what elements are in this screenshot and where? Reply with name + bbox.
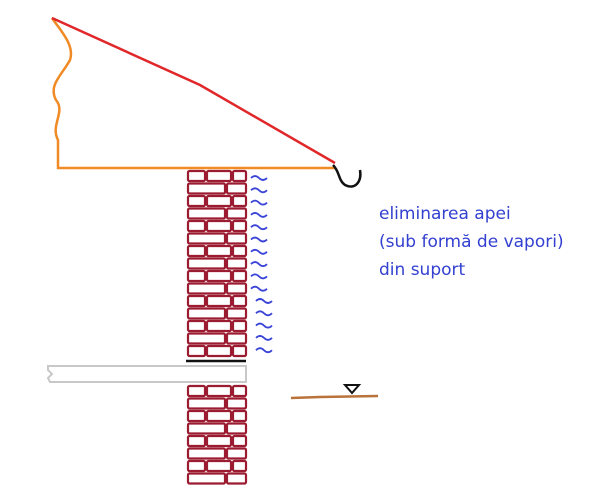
vapor-wave xyxy=(250,212,268,218)
brick xyxy=(225,472,248,485)
brick xyxy=(186,409,207,423)
brick xyxy=(205,244,233,258)
vapor-wave xyxy=(255,347,273,354)
upper-brick-wall xyxy=(186,169,248,358)
annotation-line-1: eliminarea apei xyxy=(379,204,511,224)
brick xyxy=(205,384,233,398)
brick xyxy=(186,332,227,345)
vapor-wave xyxy=(250,273,268,280)
brick xyxy=(186,182,227,195)
brick xyxy=(225,257,248,270)
brick xyxy=(225,447,248,460)
brick xyxy=(231,169,248,183)
brick xyxy=(225,207,248,220)
brick xyxy=(205,434,233,448)
brick xyxy=(186,472,227,485)
brick xyxy=(186,294,207,308)
lower-brick-wall xyxy=(186,384,248,485)
brick xyxy=(186,459,207,473)
brick xyxy=(225,397,248,410)
vapor-waves xyxy=(250,175,273,354)
brick xyxy=(231,219,248,233)
brick xyxy=(205,409,233,423)
water-level-triangle-icon xyxy=(342,384,362,395)
annotation-line-2: (sub formă de vapori) xyxy=(379,232,564,252)
brick xyxy=(186,307,227,320)
brick xyxy=(231,344,248,358)
brick xyxy=(231,434,248,448)
brick xyxy=(231,459,248,473)
brick xyxy=(225,182,248,195)
roof-outline xyxy=(50,17,335,170)
vapor-wave xyxy=(250,175,268,181)
brick xyxy=(231,409,248,423)
brick xyxy=(231,194,248,208)
brick xyxy=(186,422,227,435)
brick xyxy=(231,244,248,258)
brick xyxy=(186,269,207,283)
vapor-annotation: eliminarea apei (sub formă de vapori) di… xyxy=(379,200,564,284)
vapor-wave xyxy=(250,248,268,255)
brick xyxy=(186,282,227,295)
brick xyxy=(186,244,207,258)
brick xyxy=(205,169,233,183)
vapor-wave xyxy=(250,285,268,292)
brick xyxy=(205,344,233,358)
brick xyxy=(186,169,207,183)
floor-slab xyxy=(46,365,247,383)
brick xyxy=(225,282,248,295)
brick xyxy=(231,269,248,283)
brick xyxy=(186,434,207,448)
brick xyxy=(231,319,248,333)
roof xyxy=(50,16,362,188)
brick xyxy=(186,319,207,333)
ground-level xyxy=(290,384,379,400)
brick xyxy=(205,194,233,208)
brick xyxy=(186,384,207,398)
brick xyxy=(205,319,233,333)
brick xyxy=(186,397,227,410)
brick xyxy=(205,294,233,308)
brick xyxy=(186,219,207,233)
brick xyxy=(205,269,233,283)
vapor-wave xyxy=(255,322,273,329)
vapor-wave xyxy=(250,236,268,243)
brick xyxy=(186,344,207,358)
vapor-wave xyxy=(250,199,268,206)
brick xyxy=(186,232,227,245)
roof-slope xyxy=(51,16,336,165)
vapor-wave xyxy=(255,310,273,317)
annotation-line-3: din suport xyxy=(379,260,466,280)
vapor-wave xyxy=(250,187,268,194)
brick xyxy=(186,207,227,220)
brick xyxy=(205,459,233,473)
gutter xyxy=(332,164,362,188)
brick xyxy=(186,194,207,208)
brick xyxy=(225,332,248,345)
brick xyxy=(186,447,227,460)
brick xyxy=(225,422,248,435)
brick xyxy=(225,307,248,320)
vapor-wave xyxy=(250,224,268,231)
brick xyxy=(225,232,248,245)
brick xyxy=(231,294,248,308)
vapor-wave xyxy=(250,261,268,267)
brick xyxy=(186,257,227,270)
vapor-wave xyxy=(255,298,273,304)
ground-line xyxy=(290,394,379,400)
vapor-wave xyxy=(255,335,273,341)
brick xyxy=(205,219,233,233)
brick xyxy=(231,384,248,398)
